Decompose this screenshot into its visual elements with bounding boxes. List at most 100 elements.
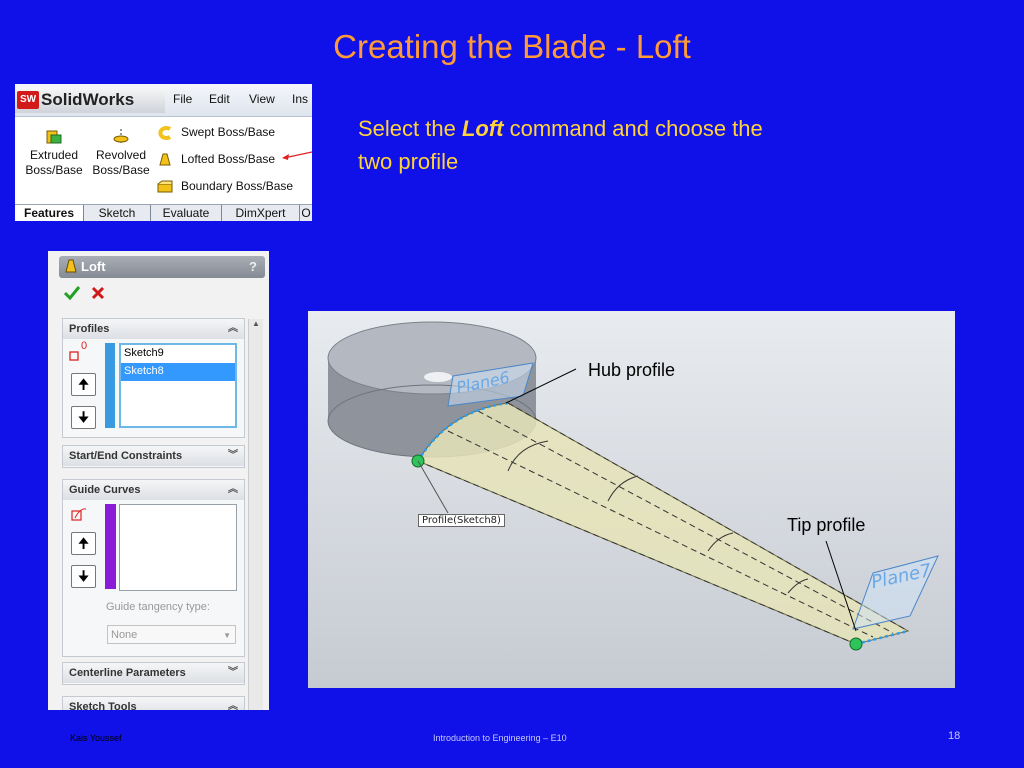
extrude-icon <box>46 130 62 144</box>
move-down-button[interactable]: 🠋 <box>71 406 96 429</box>
help-icon[interactable]: ? <box>249 259 257 274</box>
profile-item-sketch9[interactable]: Sketch9 <box>124 347 164 359</box>
tip-profile-callout: Tip profile <box>787 515 866 535</box>
guide-tangency-select[interactable]: None ▼ <box>107 625 236 644</box>
menu-file[interactable]: File <box>173 92 193 106</box>
revolved-boss-button[interactable]: Revolved Boss/Base <box>90 129 152 178</box>
guide-curves-title: Guide Curves <box>69 484 141 496</box>
instruction-post: command and choose the two profile <box>358 116 763 174</box>
loft-sections <box>507 440 809 594</box>
boundary-label: Boundary Boss/Base <box>181 179 294 193</box>
swept-boss-button[interactable]: Swept Boss/Base <box>157 125 275 140</box>
profiles-title: Profiles <box>69 323 110 335</box>
instruction-text: Select the Loft command and choose the t… <box>358 112 778 178</box>
hub-profile-callout: Hub profile <box>588 360 676 380</box>
loft-connectors <box>417 402 909 645</box>
guide-curves-listbox[interactable] <box>119 504 237 591</box>
logo-solid: Solid <box>41 90 83 109</box>
tab-features[interactable]: Features <box>15 205 84 221</box>
command-manager-tabs: Features Sketch Evaluate DimXpert O <box>15 204 312 221</box>
revolve-icon <box>113 129 129 145</box>
profiles-section: Profiles ︽ 0 🠉 🠋 Sketch9 Sketch8 <box>62 318 245 438</box>
menu-edit[interactable]: Edit <box>209 92 230 106</box>
loft-property-manager: Loft ? Profiles ︽ 0 🠉 🠋 Sketch9 Sketch8 S… <box>48 251 269 710</box>
extruded-boss-button[interactable]: Extruded Boss/Base <box>23 129 85 178</box>
revolved-label-2: Boss/Base <box>92 163 150 177</box>
guide-curve-selection-icon <box>71 508 87 521</box>
footer-author: Kais Youssef <box>70 733 122 743</box>
callout-arrow <box>282 151 312 160</box>
tag-leader-line <box>417 460 449 514</box>
guide-tangency-value: None <box>111 629 138 641</box>
page-number: 18 <box>948 730 961 742</box>
swept-label: Swept Boss/Base <box>181 125 276 139</box>
tab-dimxpert[interactable]: DimXpert <box>222 205 300 221</box>
chevron-down-icon: ▼ <box>223 631 231 640</box>
profiles-count: 0 <box>81 340 88 352</box>
solidworks-logo: SW SolidWorks <box>15 87 165 113</box>
collapse-icon[interactable]: ︽ <box>228 701 238 710</box>
hub-callout-line <box>505 368 577 404</box>
down-arrow-icon: 🠋 <box>77 409 90 425</box>
start-end-constraints-section[interactable]: Start/End Constraints︾ <box>62 445 245 468</box>
expand-icon[interactable]: ︾ <box>228 450 238 461</box>
profiles-header[interactable]: Profiles ︽ <box>63 319 244 339</box>
tip-connector-icon[interactable] <box>849 637 863 651</box>
plane7-outline <box>852 555 939 630</box>
profile-item-sketch8[interactable]: Sketch8 <box>121 363 235 381</box>
tab-office[interactable]: O <box>301 206 311 220</box>
guide-color-bar <box>105 504 116 589</box>
boundary-boss-button[interactable]: Boundary Boss/Base <box>157 179 293 194</box>
plane6-outline <box>447 362 534 407</box>
guide-curves-section: Guide Curves ︽ 🠉 🠋 Guide tangency type: N… <box>62 479 245 657</box>
loft-header-icon <box>65 259 77 273</box>
up-arrow-icon: 🠉 <box>77 376 90 392</box>
tip-callout-line <box>825 540 857 632</box>
centerline-title: Centerline Parameters <box>69 667 186 679</box>
lofted-boss-button[interactable]: Lofted Boss/Base <box>157 152 275 167</box>
sweep-icon <box>158 125 172 140</box>
cad-viewport[interactable]: Plane6 Plane7 Profile(Sketch8) Hub profi… <box>308 311 955 688</box>
scroll-up-icon[interactable]: ▲ <box>252 319 260 328</box>
move-up-button[interactable]: 🠉 <box>71 373 96 396</box>
ribbon-titlebar: SW SolidWorks File Edit View Ins <box>15 84 312 117</box>
centerline-parameters-section[interactable]: Centerline Parameters ︾ <box>62 662 245 685</box>
sketch-tools-title: Sketch Tools <box>69 701 137 710</box>
menu-insert[interactable]: Ins <box>292 92 309 106</box>
guide-curves-header[interactable]: Guide Curves ︽ <box>63 480 244 500</box>
guide-move-up-button[interactable]: 🠉 <box>71 532 96 555</box>
up-arrow-icon: 🠉 <box>77 535 90 551</box>
tip-profile-curve <box>855 629 909 646</box>
collapse-icon[interactable]: ︽ <box>228 323 238 334</box>
hub-profile-curve <box>416 401 509 462</box>
instruction-pre: Select the <box>358 116 462 141</box>
guide-move-down-button[interactable]: 🠋 <box>71 565 96 588</box>
sw-badge: SW <box>17 91 39 109</box>
cad-blade-drawing <box>327 321 939 651</box>
guide-tangency-label: Guide tangency type: <box>106 601 210 613</box>
profile-selection-icon <box>69 351 79 361</box>
expand-icon[interactable]: ︾ <box>228 667 238 678</box>
loft-title: Loft <box>81 259 106 274</box>
extruded-label-1: Extruded <box>29 148 79 162</box>
collapse-icon[interactable]: ︽ <box>228 484 238 495</box>
loft-icon <box>159 153 171 166</box>
boundary-icon <box>157 180 173 193</box>
footer-course: Introduction to Engineering – E10 <box>433 733 567 743</box>
x-icon[interactable] <box>91 286 105 300</box>
profiles-color-bar <box>105 343 115 428</box>
panel-scrollbar[interactable]: ▲ <box>248 319 263 710</box>
profile-tag[interactable]: Profile(Sketch8) <box>418 514 505 527</box>
checkmark-icon[interactable] <box>63 285 81 301</box>
sketch-tools-section[interactable]: Sketch Tools ︽ <box>62 696 245 710</box>
logo-works: Works <box>82 90 135 109</box>
tab-sketch[interactable]: Sketch <box>84 205 151 221</box>
tab-evaluate[interactable]: Evaluate <box>151 205 222 221</box>
menu-view[interactable]: View <box>249 92 275 106</box>
slide-title: Creating the Blade - Loft <box>333 28 691 65</box>
instruction-loft: Loft <box>461 116 504 141</box>
hub-hole <box>424 372 452 382</box>
profiles-listbox[interactable]: Sketch9 Sketch8 <box>119 343 237 428</box>
extruded-label-2: Boss/Base <box>25 163 83 177</box>
loft-header: Loft ? <box>59 256 265 278</box>
